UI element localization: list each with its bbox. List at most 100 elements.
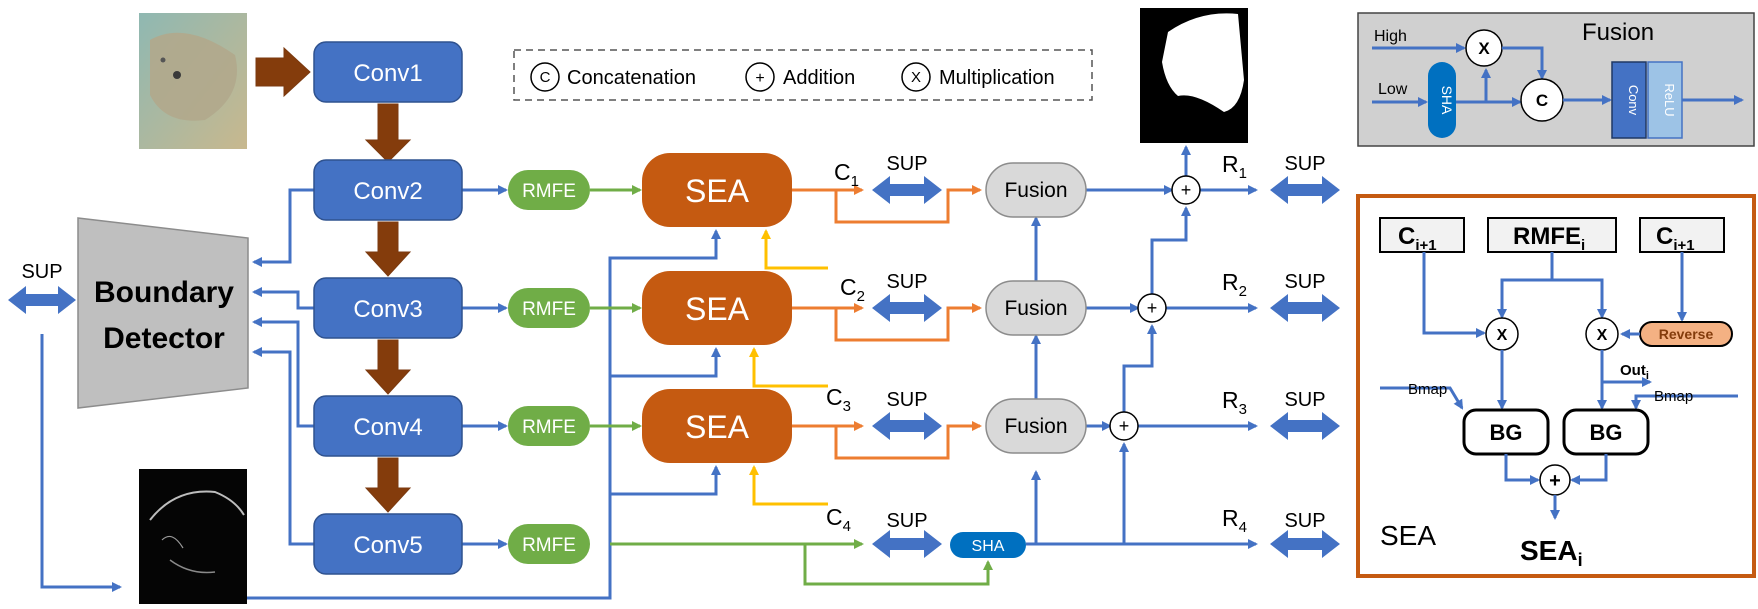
r4-subscript: 4	[1239, 519, 1247, 536]
sea-inset-bg-left: BG	[1490, 420, 1523, 445]
conv-blocks: Conv1 Conv2 Conv3 Conv4 Conv5	[313, 41, 463, 575]
fusion-inset-relu: ReLU	[1662, 83, 1677, 116]
r1-label: R	[1222, 151, 1239, 177]
sea-inset-add: +	[1549, 470, 1561, 492]
boundary-detector: Boundary Detector	[77, 217, 249, 409]
r-labels: R1 R2 R3 R4	[1222, 151, 1247, 536]
sea-inset-reverse: Reverse	[1659, 326, 1714, 342]
add-node-1: +	[1181, 180, 1192, 200]
legend-concat-symbol: C	[540, 69, 551, 86]
svg-text:Ci+1: Ci+1	[1398, 223, 1437, 254]
sea-label-3: SEA	[685, 409, 750, 445]
input-image	[139, 13, 247, 149]
orange-connectors	[792, 185, 982, 460]
add-node-3: +	[1119, 416, 1130, 436]
fusion-blocks: Fusion Fusion Fusion	[985, 162, 1087, 454]
r4-label: R	[1222, 505, 1239, 531]
addition-nodes: + + +	[1109, 175, 1201, 441]
sea-blocks: SEA SEA SEA	[642, 153, 792, 463]
conv3-to-conv4-arrow	[364, 339, 412, 395]
sea-inset-mul-right: X	[1597, 327, 1608, 344]
boundary-detector-line1: Boundary	[94, 276, 234, 309]
c3-subscript: 3	[843, 398, 851, 415]
sea-inset-out: Out	[1620, 362, 1646, 379]
legend-concat-label: Concatenation	[567, 67, 696, 89]
conv2-label: Conv2	[353, 178, 422, 205]
c1-subscript: 1	[851, 173, 859, 190]
sup-arrows	[8, 176, 1340, 558]
conv1-to-conv2-arrow	[364, 103, 412, 163]
c2-subscript: 2	[857, 288, 865, 305]
sea-inset-mul-left: X	[1497, 327, 1508, 344]
fusion-label-3: Fusion	[1004, 415, 1067, 438]
sea-inset-c-left: C	[1398, 223, 1415, 250]
c-labels: C1 C2 C3 C4	[826, 159, 865, 535]
svg-text:Ci+1: Ci+1	[1656, 223, 1695, 254]
sea-inset-rmfe: RMFE	[1513, 223, 1581, 250]
fusion-label-1: Fusion	[1004, 179, 1067, 202]
conv3-label: Conv3	[353, 296, 422, 323]
sea-inset-result: SEA	[1520, 535, 1578, 566]
c4-label: C	[826, 504, 843, 530]
sup-label-r3: SUP	[1284, 389, 1325, 411]
conv4-to-conv5-arrow	[364, 457, 412, 513]
rmfe-label-3: RMFE	[522, 417, 576, 438]
output-mask-image	[1140, 8, 1248, 143]
fusion-label-2: Fusion	[1004, 297, 1067, 320]
rmfe-blocks: RMFE RMFE RMFE RMFE	[508, 170, 590, 564]
sea-inset-c-left-sub: i+1	[1415, 237, 1436, 254]
legend-box: C Concatenation + Addition X Multiplicat…	[513, 49, 1093, 101]
sup-label-c3: SUP	[886, 389, 927, 411]
sup-label-r1: SUP	[1284, 153, 1325, 175]
conv2-to-conv3-arrow	[364, 221, 412, 277]
sea-inset-c-right: C	[1656, 223, 1673, 250]
sea-inset: Ci+1 RMFEi Ci+1 Reverse X X Outi Bmap Bm…	[1356, 194, 1756, 578]
input-to-conv1-arrow	[255, 46, 311, 98]
sha-label: SHA	[972, 538, 1005, 555]
fusion-inset-high: High	[1374, 28, 1407, 45]
rmfe-label-1: RMFE	[522, 181, 576, 202]
svg-text:R1: R1	[1222, 151, 1247, 182]
r3-label: R	[1222, 387, 1239, 413]
sea-label-1: SEA	[685, 173, 750, 209]
fusion-inset-mul: X	[1478, 39, 1490, 58]
sea-inset-bg-right: BG	[1590, 420, 1623, 445]
sha-block: SHA	[950, 532, 1026, 558]
sea-label-2: SEA	[685, 291, 750, 327]
blue-connectors	[40, 145, 1258, 600]
r1-subscript: 1	[1239, 165, 1247, 182]
yellow-connectors	[749, 229, 828, 506]
sea-inset-bmap-right: Bmap	[1654, 388, 1693, 405]
svg-text:R3: R3	[1222, 387, 1247, 418]
add-node-2: +	[1147, 298, 1158, 318]
c3-label: C	[826, 384, 843, 410]
sup-labels: SUP SUP SUP SUP SUP SUP SUP SUP SUP	[21, 153, 1325, 532]
fusion-inset-title: Fusion	[1582, 19, 1654, 46]
c1-label: C	[834, 159, 851, 185]
sup-label-r4: SUP	[1284, 510, 1325, 532]
fusion-inset: Fusion High Low SHA X C Conv ReLU	[1357, 12, 1755, 147]
svg-text:R2: R2	[1222, 269, 1247, 300]
rmfe-label-2: RMFE	[522, 299, 576, 320]
legend-add-label: Addition	[783, 67, 855, 89]
fusion-inset-low: Low	[1378, 81, 1408, 98]
r3-subscript: 3	[1239, 401, 1247, 418]
boundary-detector-line2: Detector	[103, 322, 225, 355]
conv1-label: Conv1	[353, 60, 422, 87]
fusion-inset-conv: Conv	[1626, 85, 1641, 116]
legend-add-symbol: +	[755, 70, 764, 87]
sea-inset-c-right-sub: i+1	[1673, 237, 1694, 254]
rmfe-label-4: RMFE	[522, 535, 576, 556]
c4-subscript: 4	[843, 518, 851, 535]
sup-label-c2: SUP	[886, 271, 927, 293]
sup-label-c4: SUP	[886, 510, 927, 532]
green-connectors	[590, 185, 993, 586]
sup-label-boundary: SUP	[21, 261, 62, 283]
edge-image	[139, 469, 247, 604]
sea-inset-bmap-left: Bmap	[1408, 381, 1447, 398]
r2-subscript: 2	[1239, 283, 1247, 300]
backbone-arrows	[255, 46, 412, 513]
svg-text:C4: C4	[826, 504, 851, 535]
legend-mul-label: Multiplication	[939, 67, 1055, 89]
